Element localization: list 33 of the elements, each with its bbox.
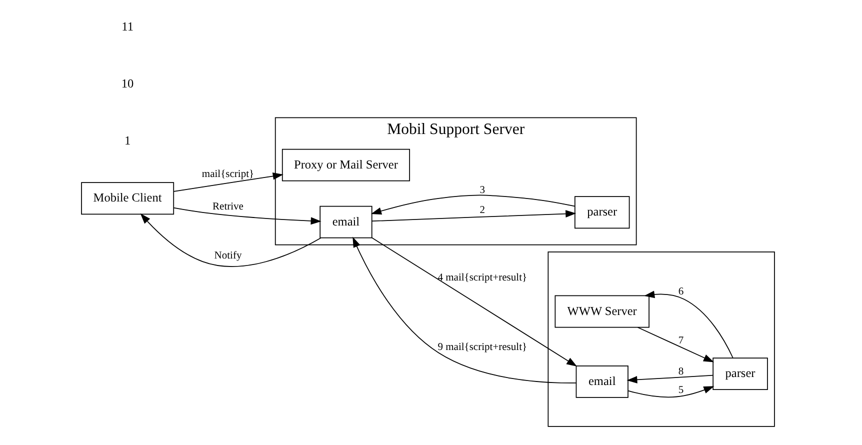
label: 1: [124, 134, 130, 148]
arrow: [370, 194, 575, 215]
edge-label: 4 mail{script+result}: [437, 272, 527, 284]
edge-label: 6: [678, 286, 684, 298]
edge-label: 7: [678, 336, 684, 347]
label: 11: [121, 20, 133, 34]
node-box: parser: [574, 196, 630, 229]
arrow: [172, 172, 283, 192]
edge-label: Retrive: [212, 201, 243, 212]
arrow: [626, 374, 713, 384]
edge-label: 5: [678, 384, 684, 396]
arrow: [172, 207, 321, 225]
node-box: email: [575, 365, 628, 398]
edge-label: Notify: [214, 250, 242, 262]
node-box: email: [319, 206, 372, 238]
arrow: [627, 386, 714, 398]
arrow: [371, 237, 577, 367]
edge-label: mail{script}: [201, 168, 254, 180]
label: 10: [120, 76, 134, 91]
node-box: Proxy or Mail Server: [281, 148, 410, 182]
edge-label: 3: [479, 184, 485, 196]
edge-label: 2: [479, 204, 485, 216]
arrow: [636, 326, 714, 362]
node-box: WWW Server: [554, 295, 649, 328]
arrow: [140, 213, 321, 267]
edge-label: 9 mail{script+result}: [437, 342, 527, 353]
arrow: [644, 290, 733, 358]
node-box: Mobile Client: [80, 182, 174, 215]
cluster: [547, 251, 774, 427]
arrow: [352, 236, 576, 384]
edge-label: 8: [678, 366, 684, 378]
node-box: parser: [712, 358, 768, 390]
arrow: [371, 210, 576, 222]
